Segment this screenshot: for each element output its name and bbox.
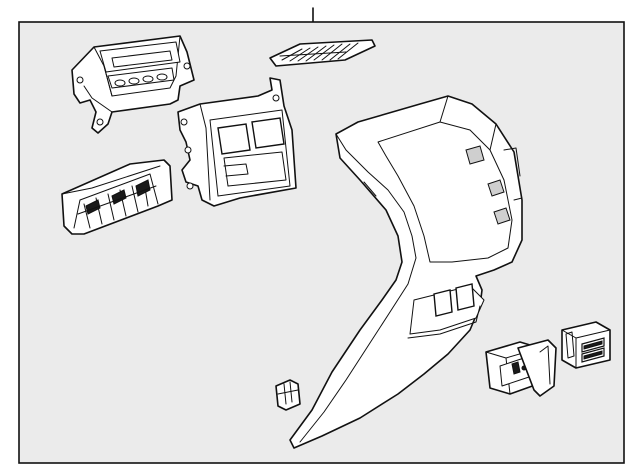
usb-port-module-icon bbox=[561, 321, 611, 369]
climate-control-bezel-icon bbox=[71, 35, 195, 134]
trim-panel-bracket-icon bbox=[177, 77, 297, 207]
air-vent-outlet-icon bbox=[61, 159, 173, 235]
vent-grille-icon bbox=[269, 39, 376, 67]
console-housing-icon bbox=[289, 95, 523, 449]
retainer-clip-icon bbox=[275, 379, 301, 411]
power-outlet-cover-icon bbox=[485, 339, 557, 397]
